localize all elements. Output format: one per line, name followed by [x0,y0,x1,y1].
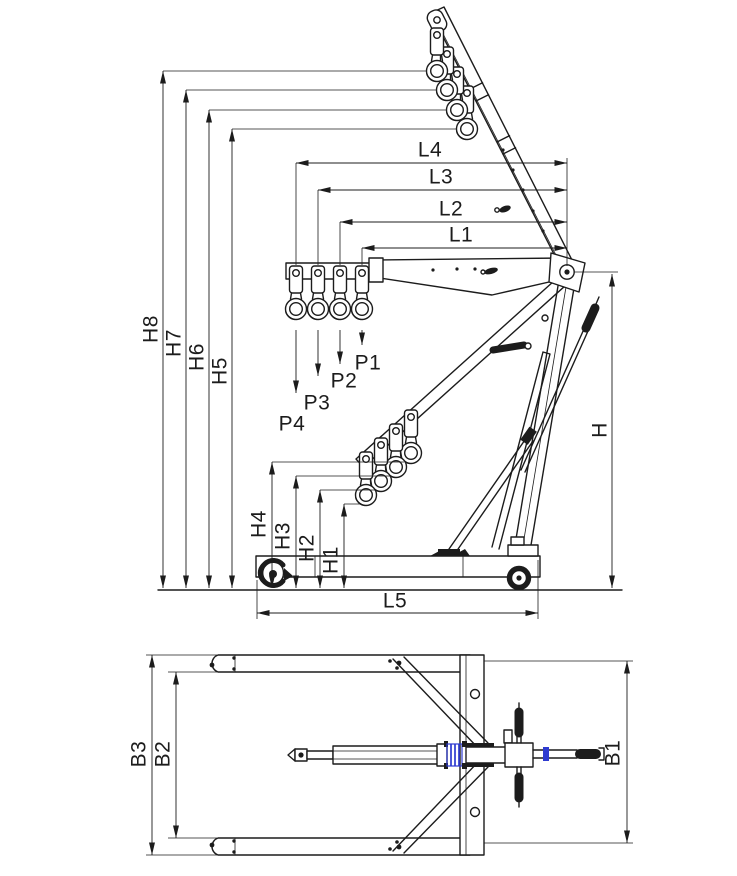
boom-horizontal-extended [285,257,572,296]
dim-l4: L4 [295,139,568,266]
dim-p4: P4 [279,330,306,436]
dim-label-l5: L5 [383,590,407,613]
dim-p2: P2 [331,330,358,393]
dim-label-b2: B2 [152,741,175,768]
dim-label-l3: L3 [429,166,453,189]
dim-label-l4: L4 [418,139,442,162]
dim-b1: B1 [484,660,633,844]
dim-overall-height: H [574,271,618,588]
brace-bottom [392,760,489,854]
leg-top [209,654,471,673]
brace-top [392,656,489,750]
dim-h2: H2 [296,489,376,588]
dim-l2: L2 [339,198,567,265]
pump-handle-grip [581,303,600,333]
shackle [499,205,511,213]
dim-h5: H5 [209,128,456,588]
dim-l1: L1 [361,224,567,265]
boom-raised [426,6,577,269]
dim-h3: H3 [272,475,391,588]
dim-label-l2: L2 [439,198,463,221]
cylinder-assembly-plan [287,729,534,769]
dim-l3: L3 [317,166,567,265]
dim-h4: H4 [248,461,404,588]
shackle [484,267,498,275]
boom-sleeve [368,257,384,283]
release-valve-lever [489,341,528,354]
pump-handle-plan [514,702,605,808]
handle-hub [504,742,534,768]
dim-h8: H8 [140,70,426,588]
dim-h6: H6 [186,109,446,588]
dim-l5: L5 [256,560,539,619]
dim-label-p3: P3 [304,392,331,415]
base-frame [255,536,541,578]
dim-p3: P3 [304,330,331,415]
leg-bottom [209,837,471,856]
dim-label-b1: B1 [602,740,625,767]
dim-h7: H7 [163,89,436,588]
dim-label-h2: H2 [296,534,319,562]
dim-b2: B2 [152,671,217,839]
rear-wheel [506,565,532,591]
dim-label-p1: P1 [355,352,382,375]
side-view: H8 H7 H6 H5 L4 L3 L [140,6,623,619]
dim-label-h1: H1 [320,546,343,574]
dim-label-h: H [589,422,612,438]
dim-label-h4: H4 [248,510,271,538]
dim-label-h7: H7 [163,329,186,357]
boom-folded-hooks [354,409,423,507]
dim-label-b3: B3 [128,741,151,768]
pump-handle [520,296,600,473]
dim-label-h3: H3 [272,522,295,550]
dim-label-p4: P4 [279,413,306,436]
dim-b3: B3 [128,654,217,856]
dim-label-h5: H5 [209,357,232,385]
dim-label-p2: P2 [331,370,358,393]
blue-coupling [446,743,463,767]
plan-view: B3 B2 B1 [128,654,633,856]
dim-label-l1: L1 [449,224,473,247]
dim-h1: H1 [320,503,361,588]
dim-label-h6: H6 [186,343,209,371]
dim-label-h8: H8 [140,315,163,343]
dim-p1: P1 [355,330,382,375]
hydraulic-cylinder-raised-position [489,341,551,550]
